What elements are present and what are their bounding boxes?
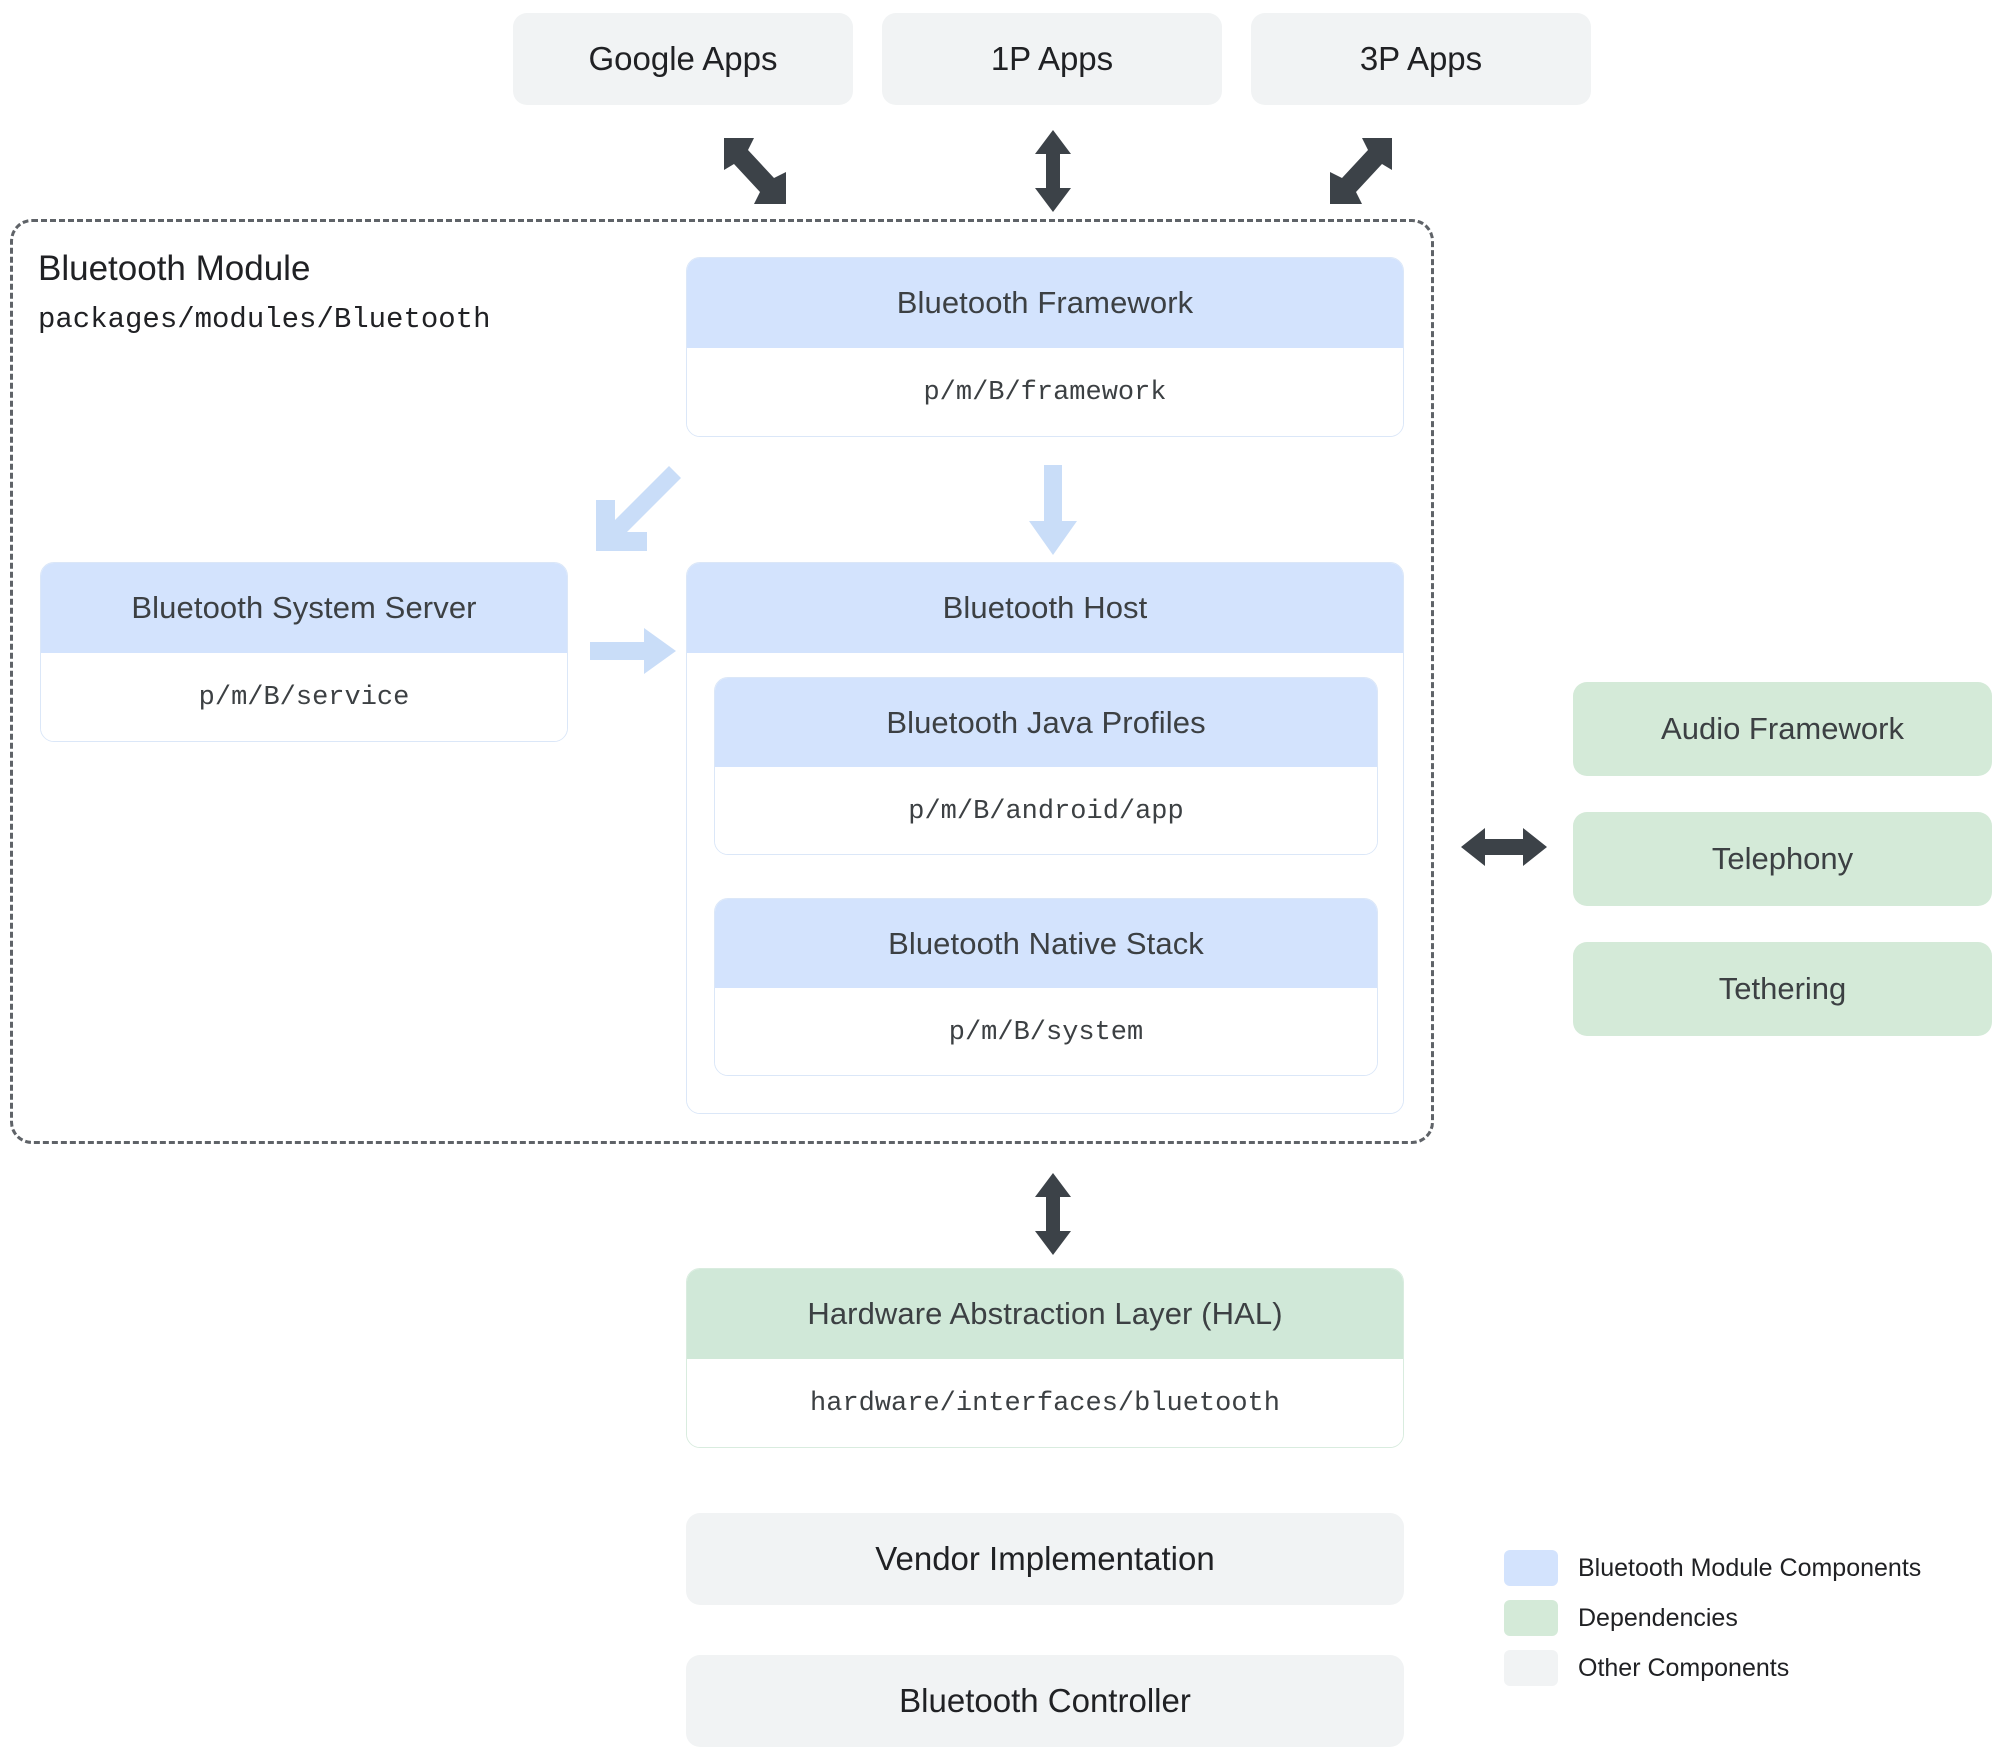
legend-swatch-dependencies: [1504, 1600, 1558, 1636]
hal-title: Hardware Abstraction Layer (HAL): [687, 1269, 1403, 1359]
bluetooth-java-profiles-path: p/m/B/android/app: [715, 767, 1377, 854]
legend-item-other-components: Other Components: [1504, 1650, 1921, 1686]
legend-swatch-module-components: [1504, 1550, 1558, 1586]
legend-swatch-other-components: [1504, 1650, 1558, 1686]
vendor-implementation-label: Vendor Implementation: [875, 1540, 1215, 1577]
bluetooth-host-title: Bluetooth Host: [687, 563, 1403, 653]
bluetooth-framework-title: Bluetooth Framework: [687, 258, 1403, 348]
google-apps-to-module-arrow: [724, 138, 786, 204]
legend-label-module-components: Bluetooth Module Components: [1578, 1553, 1922, 1582]
system-server-to-host-arrow: [590, 628, 676, 674]
top-box-3p-apps[interactable]: 3P Apps: [1251, 13, 1591, 105]
bluetooth-native-stack-path: p/m/B/system: [715, 988, 1377, 1075]
top-box-3p-apps-label: 3P Apps: [1359, 40, 1483, 77]
bluetooth-module-container: [10, 219, 1434, 1144]
bluetooth-framework-path: p/m/B/framework: [687, 348, 1403, 436]
dependency-audio-framework[interactable]: Audio Framework: [1573, 682, 1992, 776]
module-path: packages/modules/Bluetooth: [38, 303, 491, 336]
bluetooth-system-server-card[interactable]: Bluetooth System Server p/m/B/service: [40, 562, 568, 742]
bluetooth-native-stack-card[interactable]: Bluetooth Native Stack p/m/B/system: [714, 898, 1378, 1076]
bluetooth-java-profiles-card[interactable]: Bluetooth Java Profiles p/m/B/android/ap…: [714, 677, 1378, 855]
1p-apps-to-module-arrow: [1035, 130, 1071, 212]
framework-to-host-arrow: [1029, 465, 1077, 555]
bluetooth-java-profiles-title: Bluetooth Java Profiles: [715, 678, 1377, 767]
hal-card[interactable]: Hardware Abstraction Layer (HAL) hardwar…: [686, 1268, 1404, 1448]
top-box-1p-apps-label: 1P Apps: [990, 40, 1114, 77]
bluetooth-controller-box[interactable]: Bluetooth Controller: [686, 1655, 1404, 1747]
bluetooth-host-card[interactable]: Bluetooth Host Bluetooth Java Profiles p…: [686, 562, 1404, 1114]
legend-label-other-components: Other Components: [1578, 1653, 1790, 1682]
dependency-tethering[interactable]: Tethering: [1573, 942, 1992, 1036]
legend: Bluetooth Module Components Dependencies…: [1504, 1550, 1921, 1700]
dependency-telephony-label: Telephony: [1711, 841, 1854, 876]
bluetooth-host-body: Bluetooth Java Profiles p/m/B/android/ap…: [687, 653, 1403, 1113]
bluetooth-native-stack-title: Bluetooth Native Stack: [715, 899, 1377, 988]
module-title: Bluetooth Module: [38, 249, 311, 288]
bluetooth-system-server-path: p/m/B/service: [41, 653, 567, 741]
3p-apps-to-module-arrow: [1330, 138, 1392, 204]
top-box-google-apps[interactable]: Google Apps: [513, 13, 853, 105]
host-to-dependencies-arrow: [1461, 828, 1547, 866]
framework-to-system-server-arrow: [596, 466, 681, 551]
hal-path: hardware/interfaces/bluetooth: [687, 1359, 1403, 1447]
dependency-tethering-label: Tethering: [1718, 971, 1847, 1006]
top-box-google-apps-label: Google Apps: [588, 40, 778, 77]
legend-item-module-components: Bluetooth Module Components: [1504, 1550, 1921, 1586]
legend-item-dependencies: Dependencies: [1504, 1600, 1921, 1636]
top-box-1p-apps[interactable]: 1P Apps: [882, 13, 1222, 105]
module-to-hal-arrow: [1035, 1173, 1071, 1255]
dependency-telephony[interactable]: Telephony: [1573, 812, 1992, 906]
bluetooth-controller-label: Bluetooth Controller: [899, 1682, 1191, 1719]
legend-label-dependencies: Dependencies: [1578, 1603, 1738, 1632]
bluetooth-framework-card[interactable]: Bluetooth Framework p/m/B/framework: [686, 257, 1404, 437]
vendor-implementation-box[interactable]: Vendor Implementation: [686, 1513, 1404, 1605]
dependency-audio-framework-label: Audio Framework: [1661, 711, 1904, 746]
bluetooth-system-server-title: Bluetooth System Server: [41, 563, 567, 653]
